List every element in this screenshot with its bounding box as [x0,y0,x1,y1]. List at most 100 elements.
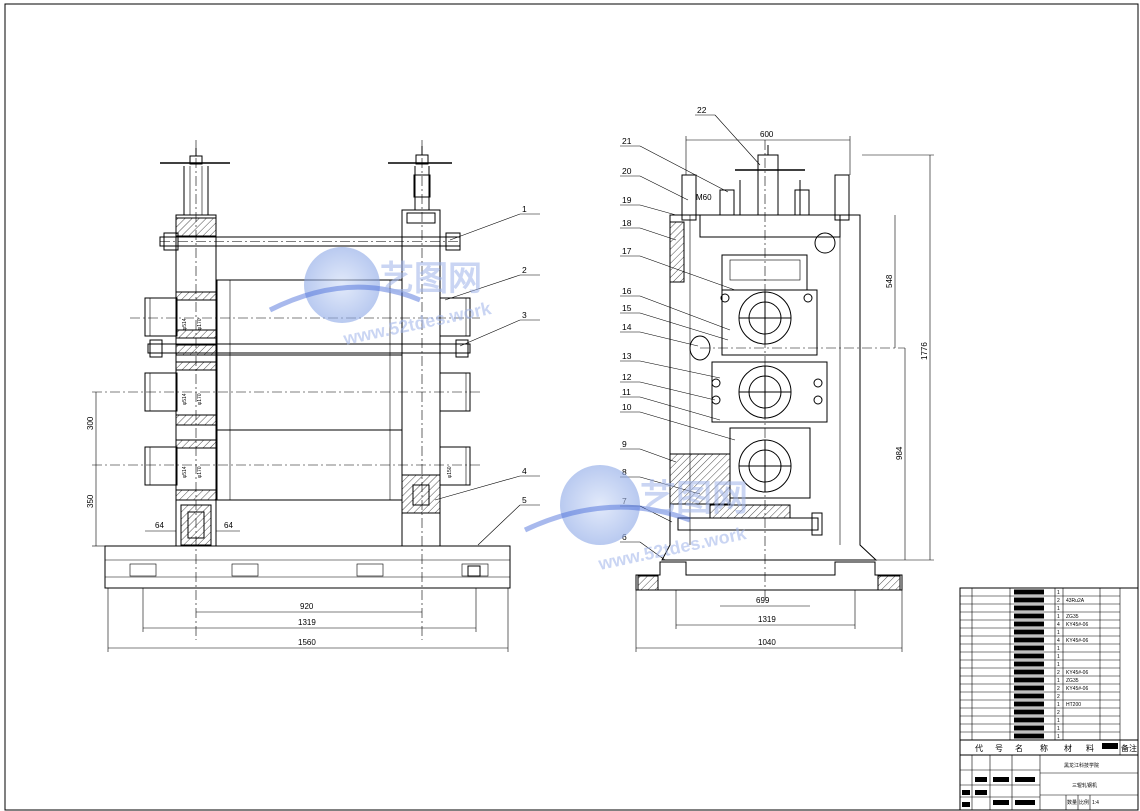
bom-redaction [1014,653,1044,659]
bom-header-name: 名 [1015,743,1023,753]
dim-64-right: 64 [224,521,233,530]
callout-20: 20 [622,166,632,176]
bom-redaction [1014,637,1044,643]
bom-material: KY45#-06 [1066,622,1088,628]
bom-qty: 1 [1057,590,1060,596]
bom-redaction [1014,677,1044,683]
callout-2: 2 [522,265,527,275]
bom-redaction [1014,693,1044,699]
callout-22: 22 [697,105,707,115]
bom-qty: 4 [1057,638,1060,644]
bom-qty: 1 [1057,614,1060,620]
callout-18: 18 [622,218,632,228]
callout-15: 15 [622,303,632,313]
bom-redaction [1014,717,1044,723]
bom-redaction [1014,629,1044,635]
callout-4: 4 [522,466,527,476]
callout-1: 1 [522,204,527,214]
bom-qty: 2 [1057,694,1060,700]
dim-1319-right: 1319 [758,615,776,624]
bom-material: HT200 [1066,702,1081,708]
watermark-bottom: 艺图网 www.52tdes.work [523,465,749,574]
dia-roll-3: φ514 [182,466,188,478]
bom-redaction [1014,669,1044,675]
dim-920: 920 [300,602,314,611]
dia-neck-3: φ170 [197,466,203,478]
callout-6: 6 [622,532,627,542]
dia-neck-2: φ170 [197,393,203,405]
bom-material: 43Ru2A [1066,598,1085,604]
callout-21: 21 [622,136,632,146]
dim-600: 600 [760,130,774,139]
dia-150: φ150 [447,466,453,478]
callout-12: 12 [622,372,632,382]
bom-redaction [1014,621,1044,627]
bom-qty: 2 [1057,670,1060,676]
bom-material: KY45#-06 [1066,638,1088,644]
dim-1560: 1560 [298,638,316,647]
bom-material: ZG35 [1066,678,1079,684]
label-scale: 比例 [1079,799,1089,806]
bom-redaction [1014,613,1044,619]
dim-350: 350 [86,494,95,508]
watermark-top: 艺图网 www.52tdes.work [268,247,494,349]
bom-qty: 1 [1057,654,1060,660]
bom-redaction [1014,661,1044,667]
bom-qty: 1 [1057,646,1060,652]
bom-header-remark: 备注 [1121,743,1137,753]
callout-17: 17 [622,246,632,256]
dim-1319-left: 1319 [298,618,316,627]
watermark-cn-bottom: 艺图网 [640,478,748,519]
drawing-title: 三辊轧钢机 [1072,782,1097,789]
dia-neck-1: φ170 [197,318,203,330]
bom-qty: 2 [1057,710,1060,716]
bom-qty: 1 [1057,734,1060,740]
bom-header-no: 号 [995,744,1003,753]
bom-header-title: 称 [1040,743,1048,753]
dim-1040: 1040 [758,638,776,647]
bom-qty: 1 [1057,678,1060,684]
dim-548: 548 [885,274,894,288]
dia-roll-1: φ514 [182,318,188,330]
bom-header-material: 材 [1064,743,1072,753]
bom-redaction [1014,605,1044,611]
side-view: 600 M60 548 1776 984 699 1319 1040 22 21… [620,105,934,652]
bom-material: ZG35 [1066,614,1079,620]
callout-14: 14 [622,322,632,332]
callout-5: 5 [522,495,527,505]
callout-13: 13 [622,351,632,361]
dim-300: 300 [86,416,95,430]
dim-984: 984 [895,446,904,460]
bom-qty: 1 [1057,662,1060,668]
bom-material: KY45#-06 [1066,686,1088,692]
callout-9: 9 [622,439,627,449]
scale-value: 1:4 [1092,800,1099,806]
bom-qty: 1 [1057,726,1060,732]
sheet-border [4,3,1139,811]
school-name: 黑龙江科技学院 [1064,762,1099,769]
bom-redaction [1014,701,1044,707]
front-view: 300 350 64 64 920 1319 1560 φ514 φ170 φ5… [86,140,540,652]
bom-qty: 1 [1057,702,1060,708]
dim-699: 699 [756,596,770,605]
bom-header-code: 代 [975,743,983,753]
bom-qty: 2 [1057,686,1060,692]
callout-16: 16 [622,286,632,296]
callout-19: 19 [622,195,632,205]
callout-10: 10 [622,402,632,412]
bom-redaction [1014,725,1044,731]
dia-roll-2: φ514 [182,393,188,405]
bom-redaction [1014,597,1044,603]
callout-8: 8 [622,467,627,477]
bom-qty: 1 [1057,718,1060,724]
label-quantity: 数量 [1067,799,1077,806]
bom-header-material-2: 料 [1086,743,1094,753]
bom-qty: 2 [1057,598,1060,604]
bom-redaction [1014,733,1044,739]
bom-material: KY45#-06 [1066,670,1088,676]
callout-11: 11 [622,387,631,397]
bom-redaction [1014,709,1044,715]
bom-redaction [1014,685,1044,691]
bom-qty: 1 [1057,606,1060,612]
